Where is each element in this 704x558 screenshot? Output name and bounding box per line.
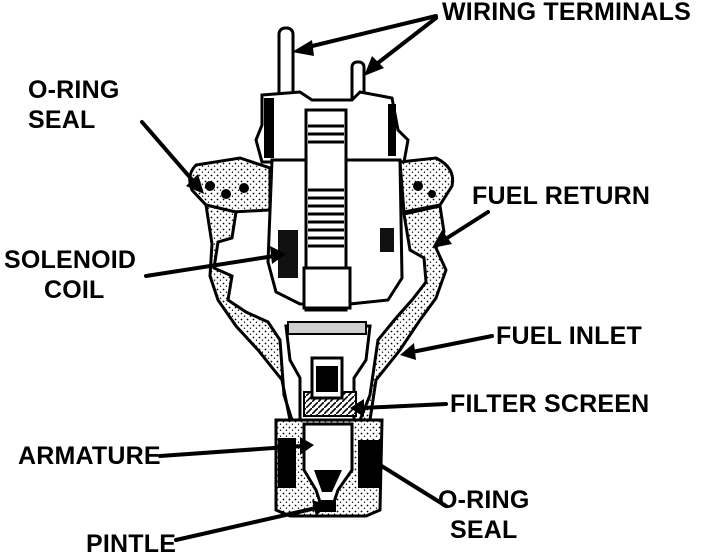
- label-oring-seal-top-line2: SEAL: [28, 106, 96, 134]
- leader-solenoid-coil: [144, 254, 276, 278]
- label-fuel-inlet: FUEL INLET: [496, 322, 642, 350]
- leader-filter-screen: [360, 402, 448, 410]
- upper-oring-right: [398, 156, 455, 214]
- label-wiring-terminals: WIRING TERMINALS: [442, 0, 692, 26]
- outer-shell: [204, 203, 448, 422]
- leader-fuel-inlet: [410, 334, 494, 354]
- upper-oring: [188, 156, 272, 214]
- label-oring-seal-bottom-line2: SEAL: [450, 516, 518, 544]
- leader-pintle: [174, 506, 318, 542]
- leader-oring-seal-top: [140, 120, 196, 184]
- injector-body: [188, 26, 455, 518]
- label-filter-screen: FILTER SCREEN: [450, 390, 650, 418]
- leader-fuel-return: [442, 210, 490, 242]
- label-oring-seal-bottom-line1: O-RING: [438, 486, 530, 514]
- label-solenoid-coil-line1: SOLENOID: [4, 246, 137, 274]
- coil-winding-right: [380, 228, 394, 252]
- label-armature: ARMATURE: [18, 442, 161, 470]
- spring: [308, 124, 344, 248]
- leader-wiring-terminals-left: [302, 14, 438, 50]
- leader-lines: [140, 14, 494, 542]
- label-pintle: PINTLE: [86, 530, 177, 558]
- label-solenoid-coil-line2: COIL: [44, 276, 105, 304]
- label-oring-seal-top-line1: O-RING: [28, 76, 120, 104]
- label-fuel-return: FUEL RETURN: [472, 182, 651, 210]
- leader-wiring-terminals-right: [372, 16, 438, 68]
- coil-winding-left: [278, 230, 298, 278]
- leader-oring-seal-bottom: [370, 458, 448, 508]
- leader-armature: [158, 444, 304, 458]
- lower-oring: [278, 438, 380, 488]
